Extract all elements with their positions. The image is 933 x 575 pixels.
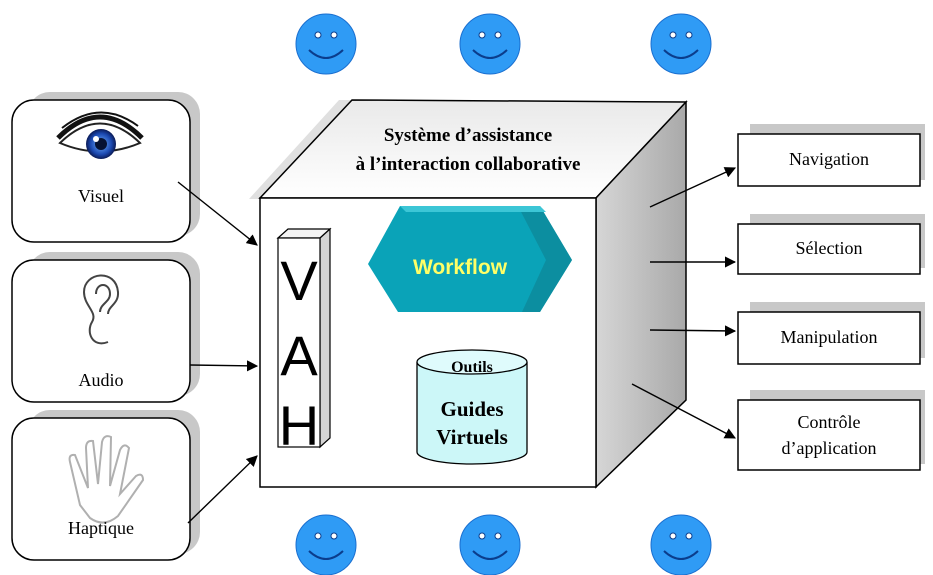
cube-title-line1: Système d’assistance — [384, 125, 552, 146]
output-label-controle-line1: Contrôle — [798, 412, 861, 432]
workflow-label: Workflow — [413, 256, 508, 279]
arrow-navigation — [649, 167, 737, 208]
output-label-navigation: Navigation — [789, 149, 869, 169]
arrow-visuel — [177, 181, 258, 246]
output-box-selection: Sélection — [737, 214, 925, 275]
input-box-audio: Audio — [11, 252, 200, 403]
workflow-shape: Workflow — [368, 206, 572, 312]
arrow-audio — [189, 360, 259, 372]
smiley-face-icon — [295, 514, 357, 575]
smiley-face-icon — [650, 13, 712, 75]
output-box-controle: Contrôle d’application — [737, 390, 925, 471]
arrow-haptique — [187, 455, 258, 524]
output-label-selection: Sélection — [796, 238, 863, 258]
output-box-manipulation: Manipulation — [737, 302, 925, 365]
hand-icon — [68, 435, 145, 524]
tools-line2: Virtuels — [436, 425, 508, 449]
vah-column: V A H — [276, 227, 332, 457]
vah-letter-a: A — [280, 324, 318, 387]
smiley-face-icon — [295, 13, 357, 75]
tools-cylinder: Outils Guides Virtuels — [416, 349, 528, 465]
tools-line1: Guides — [440, 397, 503, 421]
eye-icon — [56, 111, 144, 159]
input-label-haptique: Haptique — [68, 518, 134, 538]
system-cube: Système d’assistance à l’interaction col… — [249, 99, 688, 489]
arrow-controle — [631, 383, 736, 439]
tools-header: Outils — [451, 359, 493, 376]
cube-title-line2: à l’interaction collaborative — [356, 154, 581, 175]
input-label-audio: Audio — [79, 370, 124, 390]
smiley-face-icon — [650, 514, 712, 575]
smiley-face-icon — [459, 13, 521, 75]
arrow-manipulation — [649, 325, 737, 337]
vah-letter-h: H — [279, 394, 319, 457]
input-box-visuel: Visuel — [11, 92, 200, 243]
input-label-visuel: Visuel — [78, 186, 124, 206]
output-label-manipulation: Manipulation — [781, 327, 878, 347]
output-box-navigation: Navigation — [737, 124, 925, 187]
vah-letter-v: V — [280, 249, 318, 312]
ear-icon — [82, 274, 120, 345]
smiley-face-icon — [459, 514, 521, 575]
input-box-haptique: Haptique — [11, 410, 200, 561]
output-label-controle-line2: d’application — [782, 438, 877, 458]
